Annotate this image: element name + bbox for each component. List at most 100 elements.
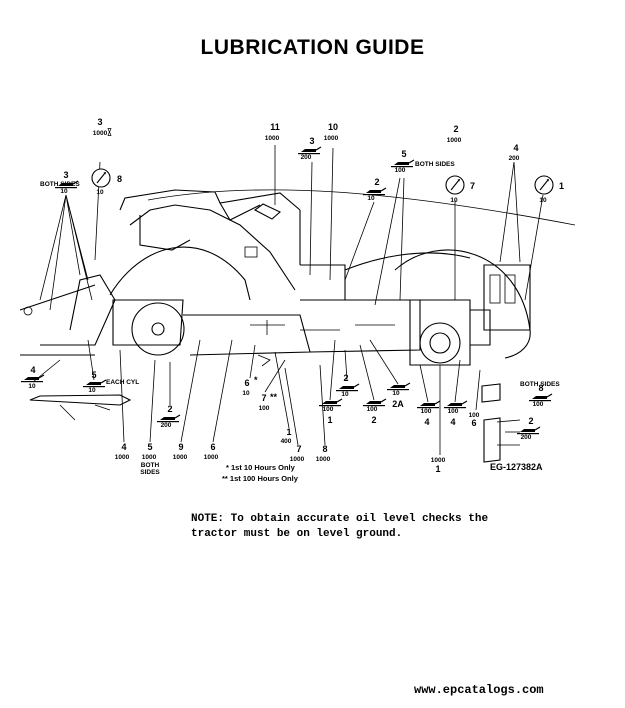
svg-text:7: 7 bbox=[261, 393, 266, 403]
svg-text:7: 7 bbox=[470, 181, 475, 191]
svg-text:100: 100 bbox=[367, 406, 378, 413]
svg-text:2: 2 bbox=[371, 415, 376, 425]
svg-text:2: 2 bbox=[167, 404, 172, 414]
svg-text:1000: 1000 bbox=[290, 456, 305, 463]
svg-text:8: 8 bbox=[322, 444, 327, 454]
svg-text:10: 10 bbox=[392, 390, 400, 397]
svg-text:**: ** bbox=[270, 392, 278, 402]
svg-text:1: 1 bbox=[286, 427, 291, 437]
callout-c30: 100 4 bbox=[443, 400, 468, 427]
svg-text:100: 100 bbox=[469, 412, 480, 419]
callout-c18: 9 1000 bbox=[173, 442, 188, 461]
callout-c7: 2 1000 7 10 bbox=[445, 124, 475, 204]
svg-text:1000: 1000 bbox=[204, 454, 219, 461]
svg-text:100: 100 bbox=[533, 401, 544, 408]
footnote-2: ** 1st 100 Hours Only bbox=[222, 474, 299, 483]
leader-lines bbox=[32, 145, 544, 455]
callout-c23: 7 1000 bbox=[290, 444, 305, 463]
callout-c29: 100 4 bbox=[416, 400, 441, 427]
svg-text:100: 100 bbox=[421, 408, 432, 415]
svg-text:4: 4 bbox=[450, 417, 455, 427]
svg-text:1000: 1000 bbox=[447, 137, 462, 144]
callout-c33: BOTH SIDES 8 100 bbox=[520, 381, 560, 408]
footnote-1: * 1st 10 Hours Only bbox=[226, 463, 296, 472]
svg-text:2: 2 bbox=[528, 416, 533, 426]
svg-text:10: 10 bbox=[28, 383, 36, 390]
svg-text:4: 4 bbox=[513, 143, 518, 153]
svg-text:8: 8 bbox=[117, 174, 122, 184]
svg-text:6: 6 bbox=[210, 442, 215, 452]
svg-text:BOTH SIDES: BOTH SIDES bbox=[415, 161, 455, 168]
svg-text:6: 6 bbox=[471, 418, 476, 428]
callout-c1: 3 1000 8 10 bbox=[91, 117, 122, 196]
svg-text:2: 2 bbox=[374, 177, 379, 187]
svg-text:10: 10 bbox=[328, 122, 338, 132]
callout-c14: 5 10 EACH CYL bbox=[82, 370, 139, 394]
svg-text:100: 100 bbox=[323, 406, 334, 413]
svg-text:3: 3 bbox=[309, 136, 314, 146]
svg-text:3: 3 bbox=[97, 117, 102, 127]
callout-c15: 2 200 bbox=[156, 404, 181, 429]
svg-text:2: 2 bbox=[343, 373, 348, 383]
callout-c2: 11 1000 bbox=[265, 122, 280, 142]
svg-text:1: 1 bbox=[435, 464, 440, 474]
callout-c24: 8 1000 bbox=[316, 444, 331, 463]
svg-text:2A: 2A bbox=[392, 399, 404, 409]
svg-text:1000: 1000 bbox=[265, 135, 280, 142]
callout-c27: 100 2 bbox=[362, 398, 387, 425]
svg-text:5: 5 bbox=[401, 149, 406, 159]
svg-text:9: 9 bbox=[178, 442, 183, 452]
callout-c16: 4 1000 bbox=[115, 442, 130, 461]
callout-c13: 4 10 bbox=[20, 365, 45, 390]
svg-text:4: 4 bbox=[424, 417, 429, 427]
svg-text:4: 4 bbox=[121, 442, 126, 452]
svg-text:1000: 1000 bbox=[324, 135, 339, 142]
svg-text:1000: 1000 bbox=[115, 454, 130, 461]
callout-c19: 6 1000 bbox=[204, 442, 219, 461]
svg-text:4: 4 bbox=[30, 365, 35, 375]
callout-c8: 4 200 bbox=[509, 143, 520, 162]
svg-text:200: 200 bbox=[509, 155, 520, 162]
svg-text:*: * bbox=[254, 375, 258, 385]
svg-text:3: 3 bbox=[63, 170, 68, 180]
svg-text:6: 6 bbox=[244, 378, 249, 388]
tractor-outline bbox=[19, 189, 576, 463]
footer-url: www.epcatalogs.com bbox=[414, 683, 544, 697]
svg-text:1000: 1000 bbox=[93, 130, 108, 137]
svg-text:10: 10 bbox=[96, 189, 104, 196]
callout-c21: 7 ** 100 bbox=[259, 392, 278, 412]
svg-text:100: 100 bbox=[395, 167, 406, 174]
svg-text:8: 8 bbox=[538, 383, 543, 393]
svg-text:200: 200 bbox=[301, 154, 312, 161]
svg-text:1: 1 bbox=[559, 181, 564, 191]
callout-c12: 1 10 bbox=[534, 175, 564, 204]
note: NOTE: To obtain accurate oil level check… bbox=[191, 512, 511, 542]
svg-text:2: 2 bbox=[453, 124, 458, 134]
svg-text:10: 10 bbox=[539, 197, 547, 204]
callout-c32: 100 6 bbox=[469, 412, 480, 428]
svg-text:100: 100 bbox=[259, 405, 270, 412]
callout-c5: 5 100 BOTH SIDES bbox=[390, 149, 455, 174]
svg-text:BOTH: BOTH bbox=[141, 462, 160, 469]
svg-text:10: 10 bbox=[341, 391, 349, 398]
svg-text:1000: 1000 bbox=[431, 457, 446, 464]
page-title: LUBRICATION GUIDE bbox=[200, 36, 425, 59]
svg-text:5: 5 bbox=[147, 442, 152, 452]
callout-c17: 5 1000 BOTH SIDES bbox=[140, 442, 160, 476]
svg-text:1: 1 bbox=[327, 415, 332, 425]
callout-c3: 3 200 bbox=[297, 136, 322, 161]
svg-text:EACH CYL: EACH CYL bbox=[106, 379, 139, 386]
callout-c26: 100 1 bbox=[318, 398, 343, 425]
callout-c6: 2 10 bbox=[362, 177, 387, 202]
svg-text:7: 7 bbox=[296, 444, 301, 454]
svg-text:SIDES: SIDES bbox=[140, 469, 160, 476]
note-label: NOTE: bbox=[191, 513, 225, 525]
svg-text:400: 400 bbox=[281, 438, 292, 445]
svg-text:10: 10 bbox=[88, 387, 96, 394]
callout-c31: 1000 1 bbox=[431, 457, 446, 474]
callout-c22: 1 400 bbox=[281, 427, 292, 445]
svg-text:10: 10 bbox=[242, 390, 250, 397]
svg-text:1000: 1000 bbox=[173, 454, 188, 461]
svg-text:10: 10 bbox=[450, 197, 458, 204]
